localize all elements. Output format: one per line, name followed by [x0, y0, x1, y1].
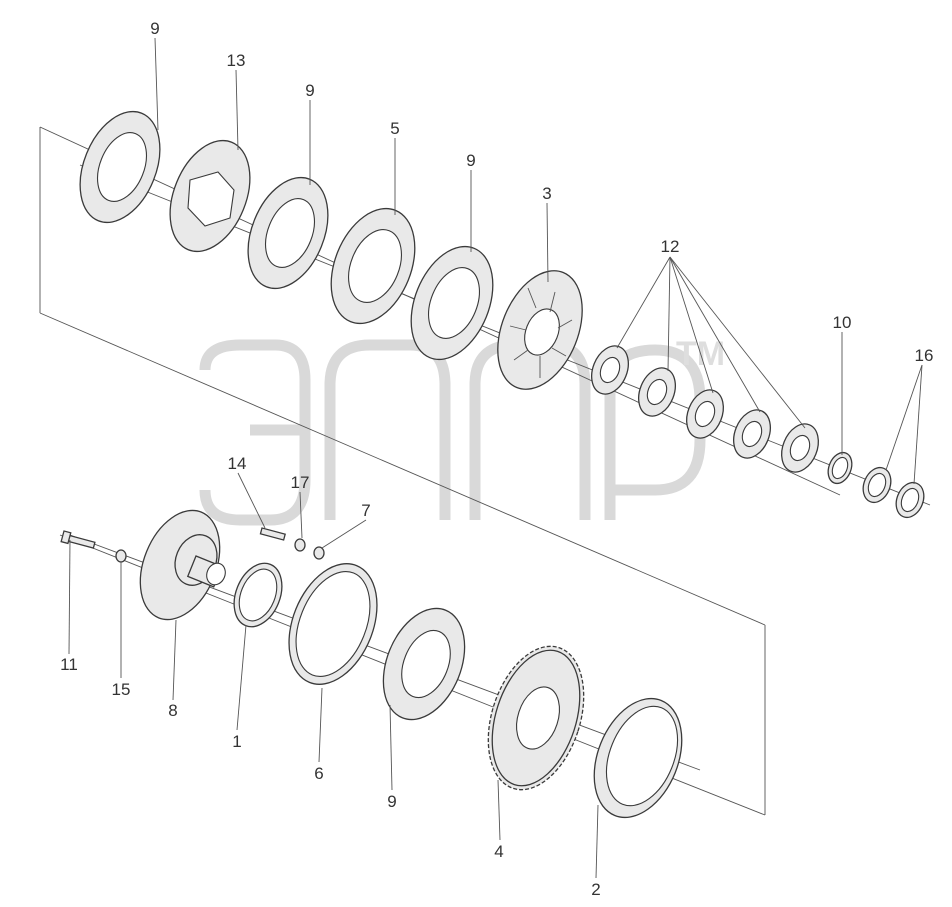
callout-14: 14	[228, 454, 247, 473]
toothed-disc-5	[330, 207, 416, 325]
ring-10	[827, 451, 853, 485]
nut-15	[115, 549, 127, 563]
callout-16: 16	[915, 346, 934, 365]
cover-6	[288, 563, 378, 685]
callout-8: 8	[168, 701, 177, 720]
watermark-logo: TM	[199, 335, 725, 526]
friction-disc-9d	[382, 607, 466, 721]
callout-13: 13	[227, 51, 246, 70]
callout-7: 7	[361, 501, 370, 520]
callout-11: 11	[60, 655, 78, 674]
friction-disc-9c	[410, 245, 494, 361]
callout-5: 5	[390, 119, 399, 138]
bolt-14	[259, 527, 286, 541]
callout-2: 2	[591, 880, 600, 899]
callout-15: 15	[112, 680, 131, 699]
hub-8	[139, 509, 226, 621]
nut-17	[294, 538, 306, 552]
callout-labels: 9 13 9 5 9 3 12 10 16 14 17 7 11 15 8 1 …	[60, 19, 933, 899]
callout-3: 3	[542, 184, 551, 203]
washers-12	[591, 345, 819, 473]
callout-10: 10	[833, 313, 852, 332]
nut-7	[313, 546, 325, 560]
callout-9: 9	[387, 792, 396, 811]
ring-1	[233, 562, 283, 628]
seal-rings-16	[862, 466, 925, 519]
sprocket-4	[487, 645, 585, 791]
drum-2	[593, 697, 683, 819]
callout-9: 9	[305, 81, 314, 100]
callout-4: 4	[494, 842, 503, 861]
friction-disc-9a	[79, 110, 161, 224]
callout-9: 9	[466, 151, 475, 170]
callout-12: 12	[661, 237, 680, 256]
pressure-plate-3	[497, 270, 583, 390]
bolt-11	[60, 530, 96, 549]
steel-disc-13	[169, 139, 251, 253]
callout-17: 17	[291, 473, 310, 492]
leader-lines	[68, 37, 923, 879]
callout-9: 9	[150, 19, 159, 38]
friction-disc-9b	[247, 176, 329, 290]
callout-1: 1	[232, 732, 241, 751]
callout-6: 6	[314, 764, 323, 783]
